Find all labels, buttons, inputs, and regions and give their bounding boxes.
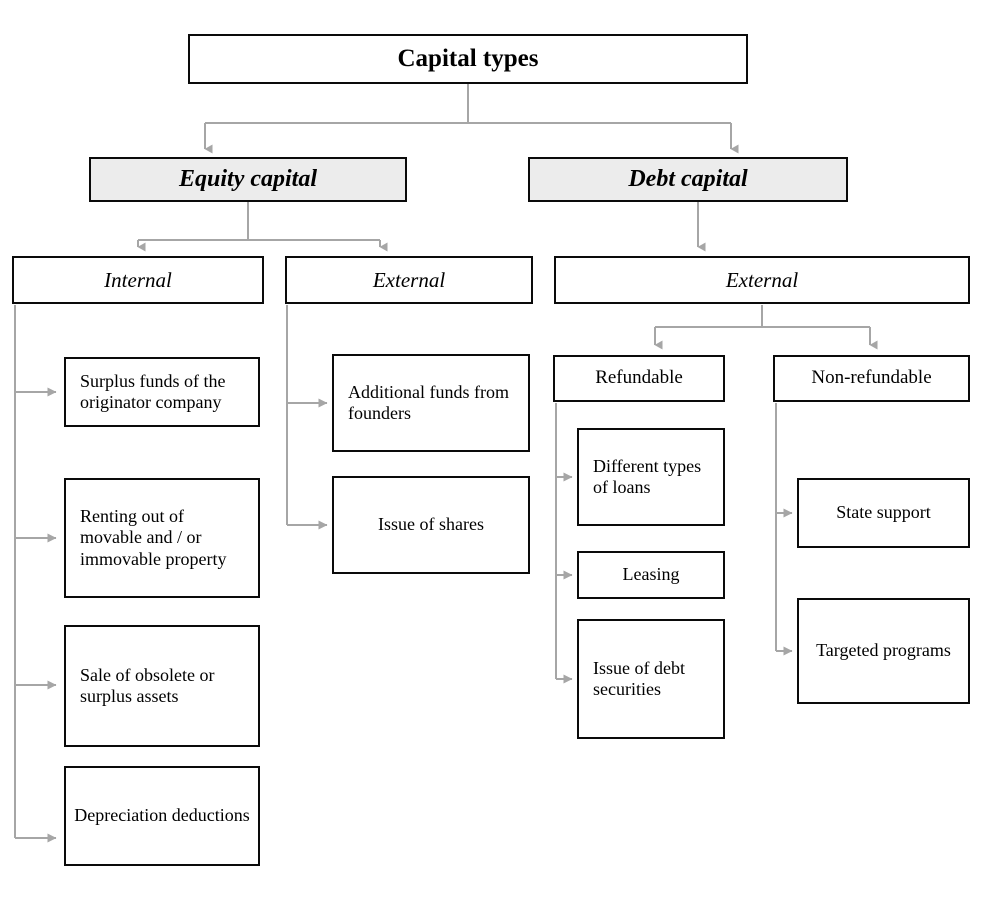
node-debt-external[interactable]: External [554,256,970,304]
node-equity-internal[interactable]: Internal [12,256,264,304]
node-label: Renting out of movable and / or immovabl… [80,506,227,569]
node-label: Non-refundable [811,367,932,389]
node-label: Depreciation deductions [74,805,250,826]
node-depreciation[interactable]: Depreciation deductions [64,766,260,866]
node-equity-external[interactable]: External [285,256,533,304]
node-label: Refundable [595,367,683,389]
node-equity-capital[interactable]: Equity capital [89,157,407,202]
node-issue-debt-securities[interactable]: Issue of debt securities [577,619,725,739]
node-label: Capital types [397,45,539,73]
node-label: Leasing [622,564,680,585]
node-label: External [725,267,799,292]
node-targeted-programs[interactable]: Targeted programs [797,598,970,704]
node-leasing[interactable]: Leasing [577,551,725,599]
node-sale-obsolete[interactable]: Sale of obsolete or surplus assets [64,625,260,747]
node-non-refundable[interactable]: Non-refundable [773,355,970,402]
node-label: Debt capital [628,166,748,193]
node-different-loans[interactable]: Different types of loans [577,428,725,526]
node-label: Different types of loans [593,455,702,497]
node-debt-capital[interactable]: Debt capital [528,157,848,202]
node-label: Surplus funds of the originator company [80,370,226,412]
node-additional-funds[interactable]: Additional funds from founders [332,354,530,452]
node-state-support[interactable]: State support [797,478,970,548]
node-label: State support [836,502,931,523]
node-capital-types[interactable]: Capital types [188,34,748,84]
node-label: Targeted programs [816,640,951,661]
node-label: Additional funds from founders [348,381,509,423]
node-issue-shares[interactable]: Issue of shares [332,476,530,574]
node-surplus-funds[interactable]: Surplus funds of the originator company [64,357,260,427]
node-label: Internal [104,267,172,292]
node-label: External [372,267,446,292]
node-label: Issue of debt securities [593,657,685,699]
node-label: Equity capital [179,166,317,193]
node-label: Issue of shares [378,514,484,535]
node-refundable[interactable]: Refundable [553,355,725,402]
node-label: Sale of obsolete or surplus assets [80,664,215,706]
node-renting-out[interactable]: Renting out of movable and / or immovabl… [64,478,260,598]
